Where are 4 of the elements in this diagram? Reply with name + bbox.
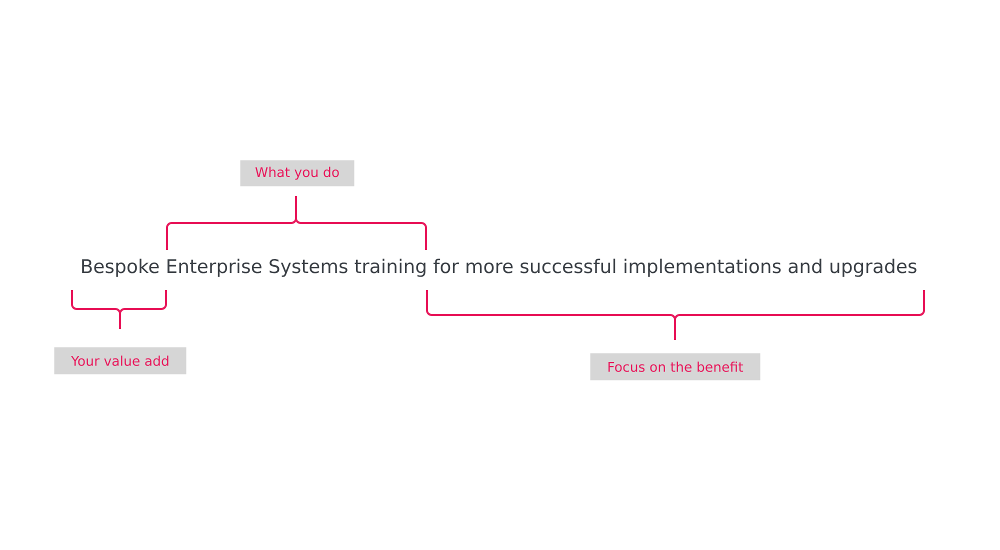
callout-box: Focus on the benefit bbox=[590, 353, 760, 380]
callout-box: What you do bbox=[240, 160, 354, 186]
callout-box: Your value add bbox=[54, 347, 186, 374]
sentence: Bespoke Enterprise Systems training for more successful implementations and upgrades bbox=[82, 258, 916, 277]
